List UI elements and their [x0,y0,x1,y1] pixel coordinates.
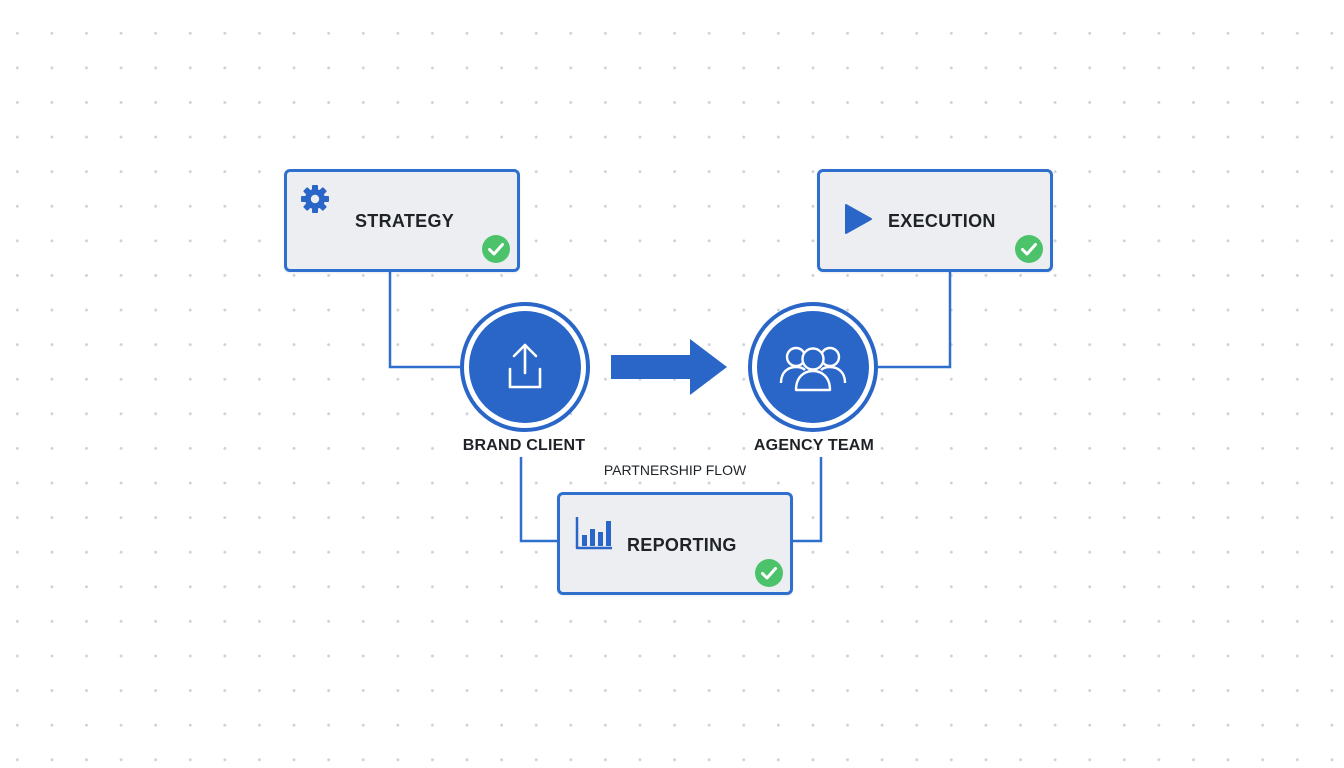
agency-team-node-fill [757,311,869,423]
brand-client-node[interactable] [460,302,590,432]
agency-team-node[interactable] [748,302,878,432]
connector-brand-reporting [519,457,559,543]
brand-client-node-fill [469,311,581,423]
agency-team-label: AGENCY TEAM [753,437,875,454]
flow-arrow [611,339,727,395]
check-icon [755,559,783,587]
check-icon [482,235,510,263]
execution-card[interactable]: EXECUTION [817,169,1053,272]
play-icon [845,204,872,234]
partnership-flow-label: PARTNERSHIP FLOW [603,462,747,478]
gear-icon [301,185,329,213]
bar-chart-icon [575,517,612,550]
reporting-label: REPORTING [627,535,737,555]
connector-agency-reporting [792,457,823,543]
users-icon [779,346,847,392]
connector-strategy-brand [388,271,462,369]
connector-execution-agency [876,271,952,369]
strategy-label: STRATEGY [355,211,455,231]
strategy-card[interactable]: STRATEGY [284,169,520,272]
brand-client-label: BRAND CLIENT [462,437,586,454]
reporting-card[interactable]: REPORTING [557,492,793,595]
execution-label: EXECUTION [888,211,996,231]
upload-icon [508,343,542,389]
check-icon [1015,235,1043,263]
